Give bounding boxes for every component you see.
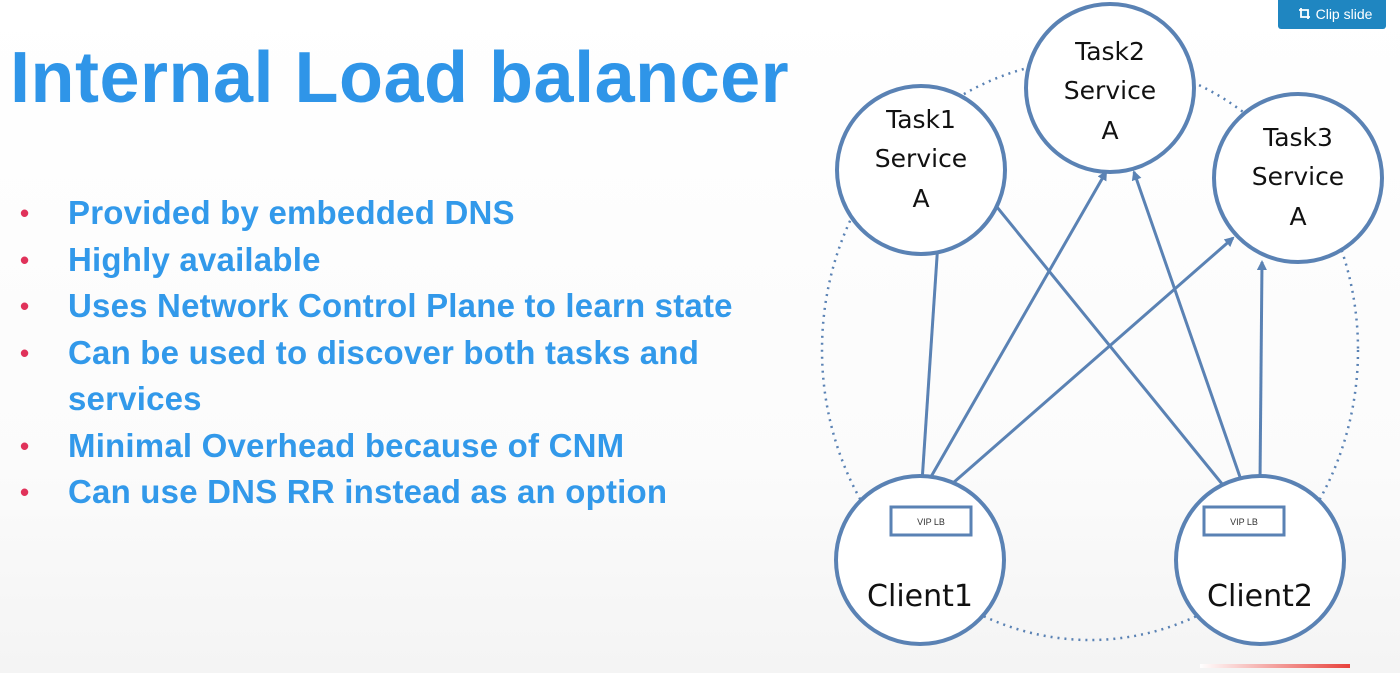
clip-slide-label: Clip slide: [1315, 6, 1373, 22]
clip-icon: [1298, 2, 1312, 31]
swarm-boundary: [820, 58, 1360, 642]
bullet-text: Highly available: [68, 240, 321, 278]
bullet-item: • Provided by embedded DNS: [20, 190, 820, 237]
arrow-client2-task1: [986, 194, 1242, 507]
load-balancer-diagram: Task1 Service A Task2 Service A Task3 Se…: [820, 2, 1384, 646]
bullet-item: • Minimal Overhead because of CNM: [20, 423, 820, 470]
bullet-text: Can use DNS RR instead as an option: [68, 473, 668, 510]
bullet-text: Minimal Overhead because of CNM: [68, 426, 625, 464]
task-label: Task3: [1262, 123, 1333, 152]
task-node-3: Task3 Service A: [1212, 92, 1384, 264]
bullet-item: • Can use DNS RR instead as an option: [20, 469, 820, 516]
task-node-2: Task2 Service A: [1024, 2, 1196, 174]
arrow-client1-task3: [944, 236, 1235, 492]
client-circle: [834, 474, 1006, 646]
slide-title: Internal Load balancer: [10, 38, 790, 118]
bullet-dot: •: [20, 477, 30, 507]
arrow-client2-task3: [1256, 260, 1267, 483]
task-node-1: Task1 Service A: [835, 84, 1007, 256]
bullet-dot: •: [20, 198, 30, 228]
bullet-dot: •: [20, 244, 30, 275]
connection-arrows: [896, 170, 1280, 576]
task-service-name: A: [912, 184, 929, 213]
client-label: Client1: [867, 579, 973, 614]
arrow-client2-task2: [1131, 170, 1250, 501]
arrow-client1-task1: [920, 240, 943, 483]
bullet-dot: •: [20, 430, 30, 461]
bullet-dot: •: [20, 337, 30, 368]
task-service-name: A: [1289, 202, 1306, 231]
bullet-dot: •: [20, 291, 30, 321]
client-node-1: VIP LB Client1: [834, 474, 1006, 646]
vip-lb-label: VIP LB: [1230, 517, 1258, 527]
vip-lb-box: [1202, 505, 1286, 537]
task-circle: [1024, 2, 1196, 174]
task-circle: [835, 84, 1007, 256]
arrow-client1-task2: [926, 170, 1108, 483]
clip-slide-button[interactable]: Clip slide: [1278, 0, 1386, 29]
vip-lb-box: [889, 505, 973, 537]
client-node-2: VIP LB Client2: [1174, 474, 1346, 646]
footer-accent-bar: [1200, 664, 1350, 668]
task-service-name: A: [1101, 116, 1118, 145]
vip-lb-label: VIP LB: [917, 517, 945, 527]
bullet-item: • Uses Network Control Plane to learn sta…: [20, 283, 820, 330]
bullet-item: • Can be used to discover both tasks and …: [20, 330, 808, 423]
client-circle: [1174, 474, 1346, 646]
task-service: Service: [1252, 162, 1344, 191]
task-label: Task1: [885, 105, 956, 134]
task-service: Service: [1064, 76, 1156, 105]
task-label: Task2: [1074, 37, 1145, 66]
task-circle: [1212, 92, 1384, 264]
bullet-text: Can be used to discover both tasks and s…: [68, 333, 700, 418]
bullet-list: • Provided by embedded DNS • Highly availa…: [20, 190, 820, 516]
bullet-item: • Highly available: [20, 237, 820, 284]
client-label: Client2: [1207, 579, 1313, 614]
task-service: Service: [875, 144, 967, 173]
bullet-text: Provided by embedded DNS: [68, 194, 515, 231]
bullet-text: Uses Network Control Plane to learn stat…: [68, 287, 733, 324]
